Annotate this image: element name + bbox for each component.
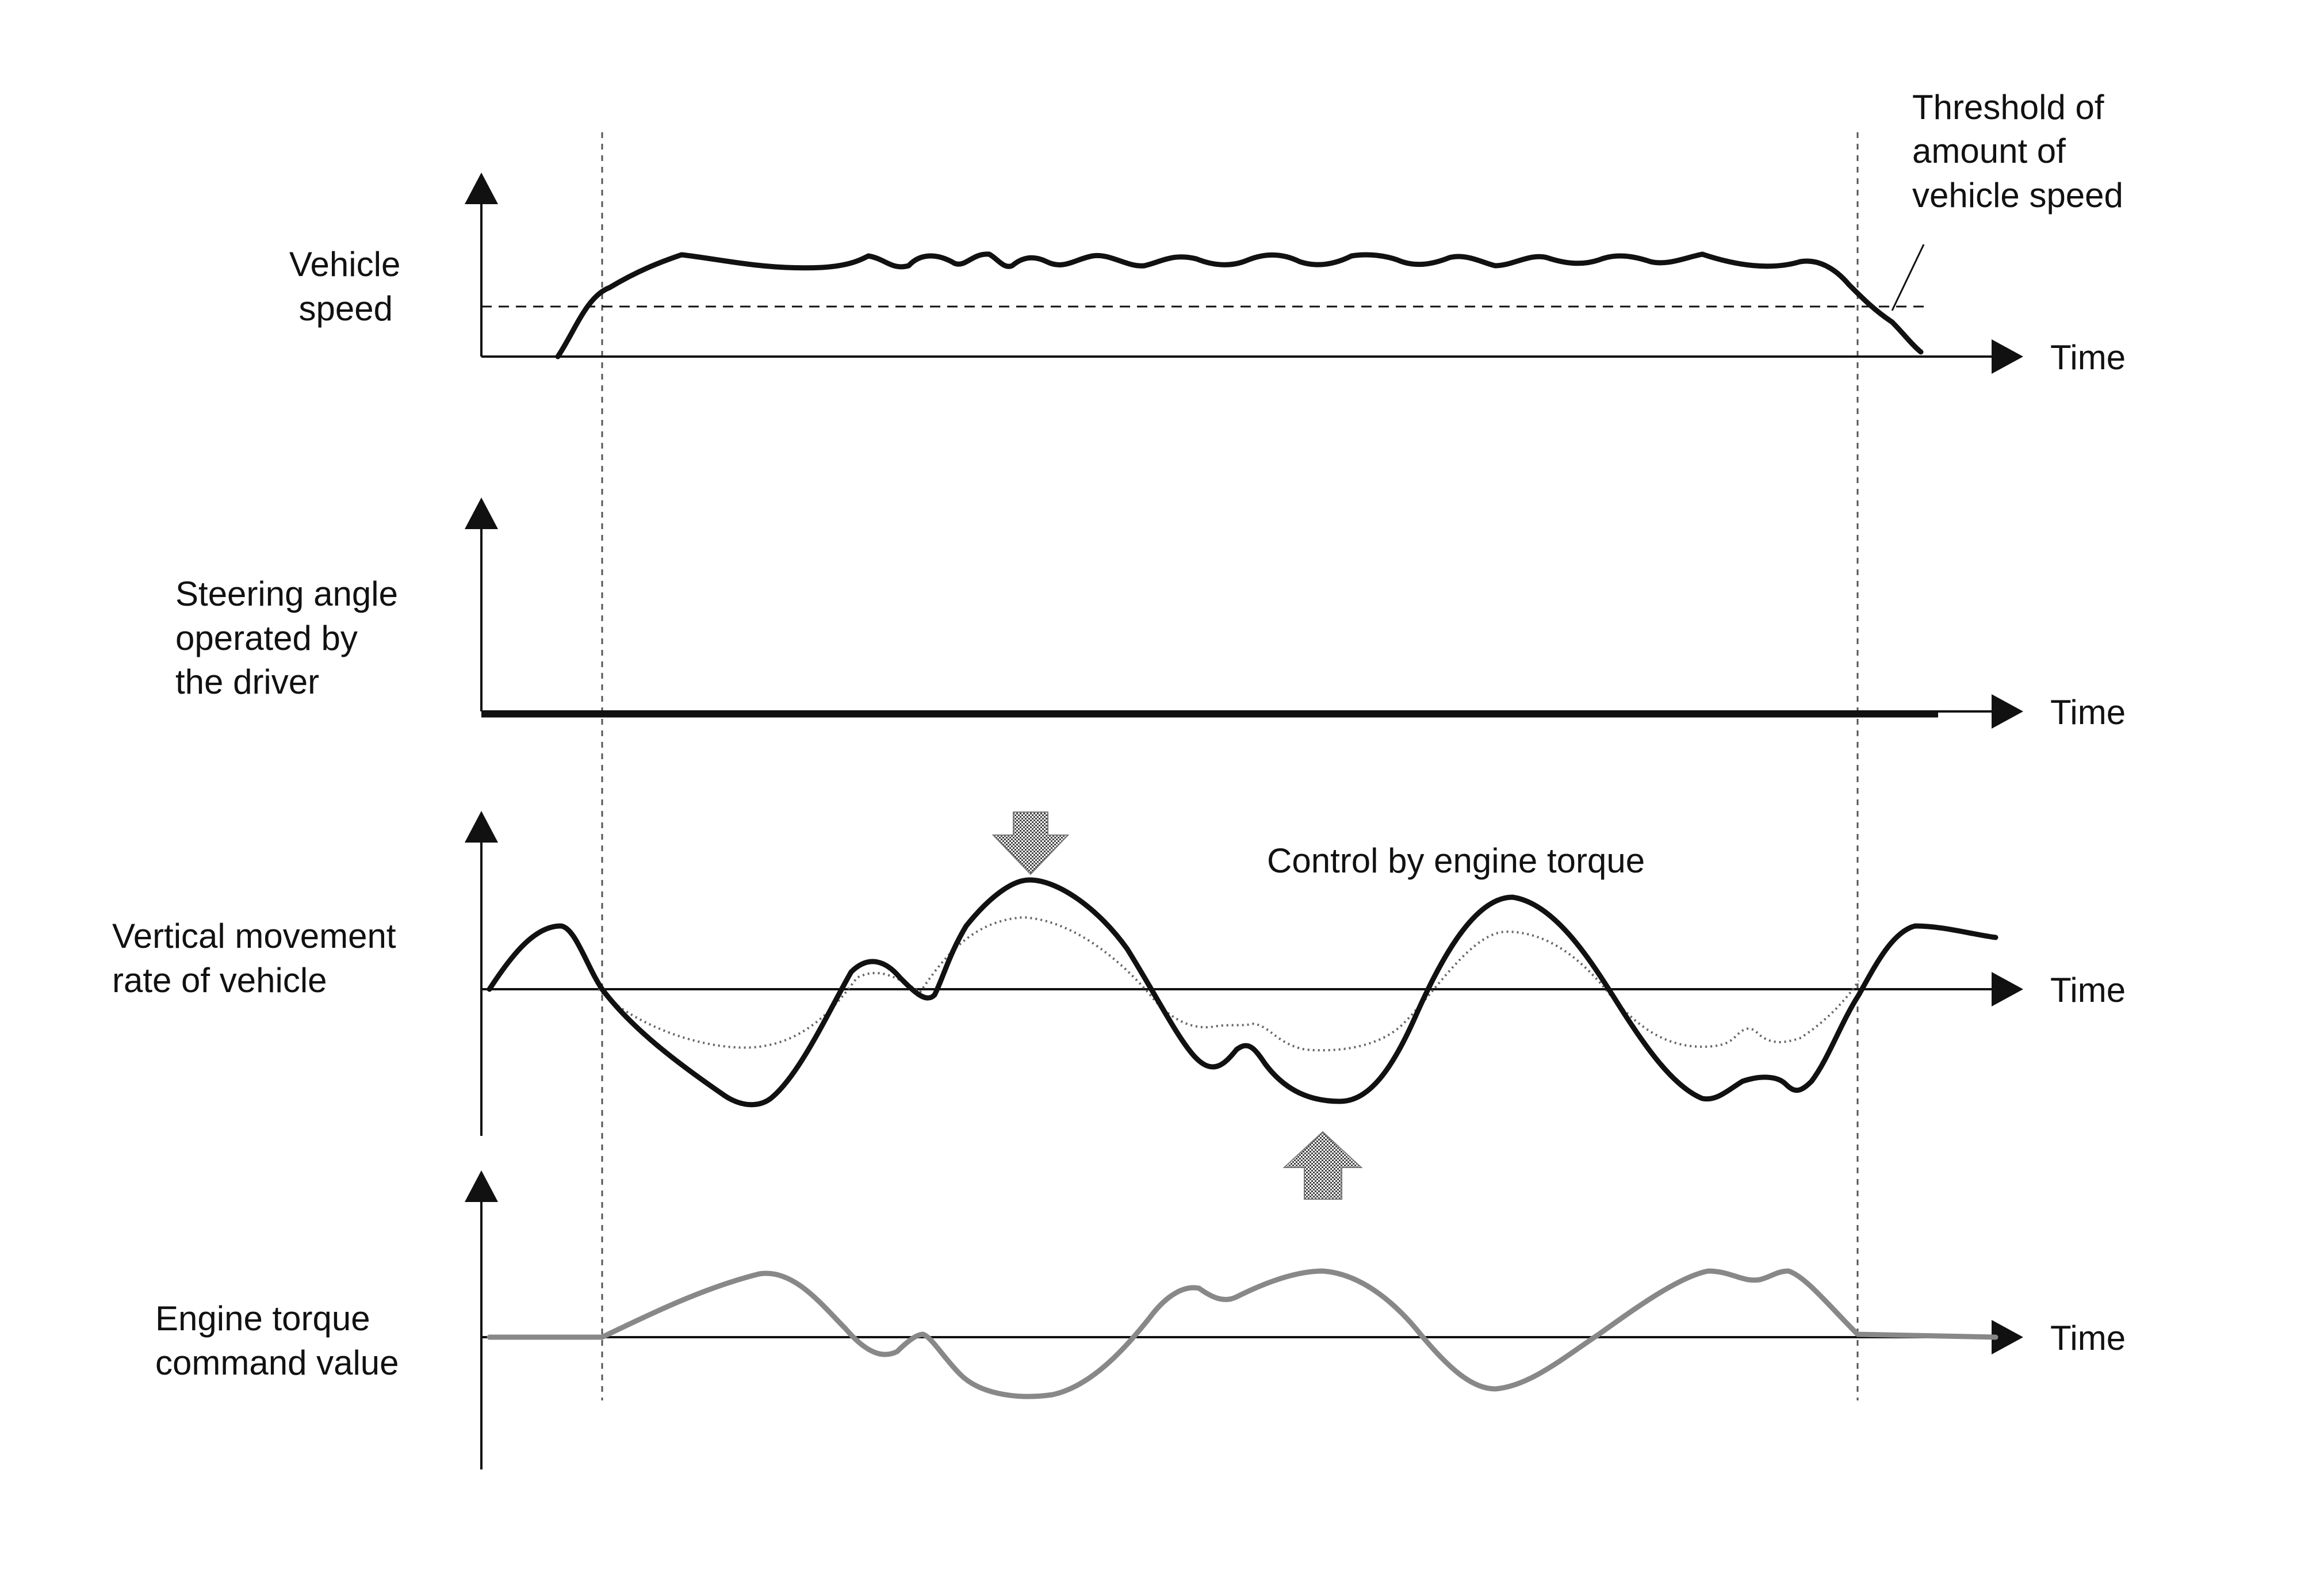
shaded-arrow-down-icon [991,812,1070,875]
arrow-up-icon [465,497,498,529]
arrow-right-icon [1992,339,2023,374]
uncontrolled-response-curve [597,916,1860,1052]
engine-torque-panel: Time [465,1170,2126,1469]
vertical-movement-rate-curve [487,877,1998,1108]
arrow-right-icon [1992,1320,2023,1354]
time-label: Time [2050,338,2126,377]
arrow-up-icon [465,1170,498,1202]
control-annotation: Control by engine torque [1267,841,1645,880]
steering-angle-label: Steering angle operated by the driver [175,575,408,701]
vertical-movement-panel: Time Control by engine torque [465,811,2126,1200]
vehicle-speed-label: Vehicle speed [289,245,410,328]
arrow-right-icon [1992,694,2023,729]
time-label: Time [2050,971,2126,1009]
steering-angle-panel: Time [465,497,2126,732]
vehicle-speed-panel: Time [465,173,2126,377]
threshold-leader-line [1891,244,1925,311]
arrow-right-icon [1992,972,2023,1006]
arrow-up-icon [465,173,498,204]
threshold-label: Threshold of amount of vehicle speed [1912,88,2123,215]
vehicle-speed-curve [555,251,1924,359]
time-label: Time [2050,1319,2126,1357]
time-label: Time [2050,693,2126,732]
shaded-arrow-up-icon [1282,1131,1363,1200]
arrow-up-icon [465,811,498,843]
vertical-movement-label: Vertical movement rate of vehicle [112,917,405,1000]
engine-torque-command-curve [487,1268,1998,1399]
engine-torque-label: Engine torque command value [155,1299,399,1382]
